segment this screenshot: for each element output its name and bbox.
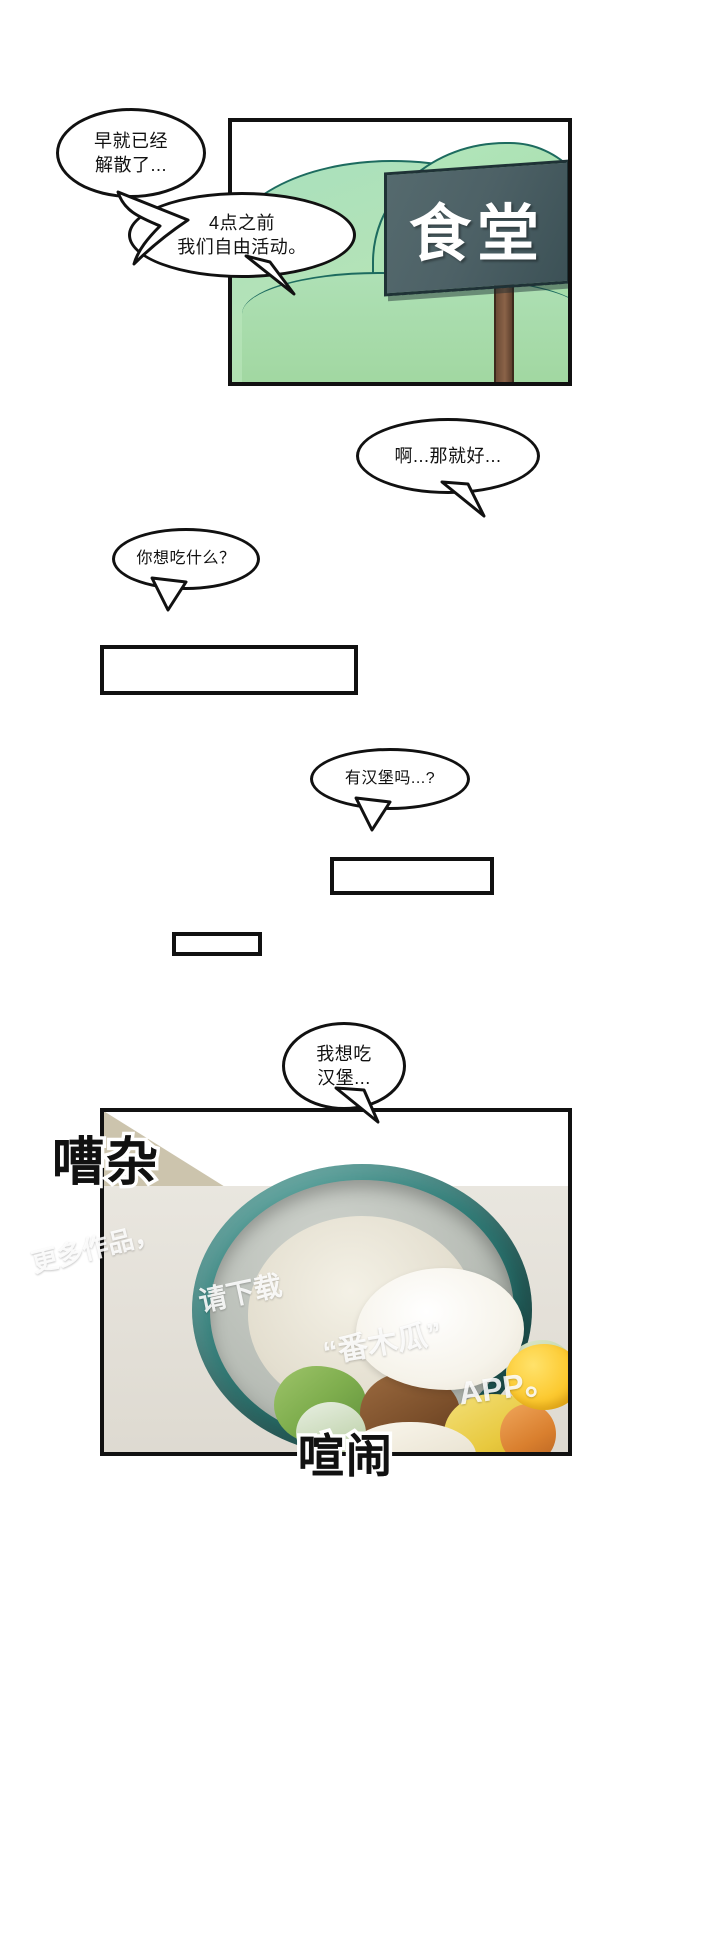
bubble-what-eat: 你想吃什么？ xyxy=(112,528,260,590)
sfx-noisy-2-fill: 喧闹 xyxy=(298,1420,394,1486)
cafeteria-signboard: 食堂 xyxy=(384,159,568,297)
bubble-burger-q-tail xyxy=(354,796,392,832)
sfx-noisy-2-text: 喧闹 xyxy=(295,1427,396,1486)
panel-cafeteria: 食堂 xyxy=(228,118,572,386)
cafeteria-sign-text: 食堂 xyxy=(408,200,545,270)
bubble-free-time-text: 4点之前 我们自由活动。 xyxy=(177,212,307,257)
sfx-noisy-2: 喧闹 xyxy=(295,1420,396,1486)
sfx-noisy-1-fill: 嘈杂 xyxy=(52,1120,160,1195)
rice xyxy=(248,1216,568,1452)
sfx-noisy-1: 嘈杂 xyxy=(48,1120,161,1196)
empty-caption-1 xyxy=(100,645,358,695)
sfx-noisy-1-fill-text: 嘈杂 xyxy=(52,1134,161,1192)
bubble-thats-good-tail xyxy=(440,480,486,518)
bubble-burger-q: 有汉堡吗...? xyxy=(310,748,470,810)
rice-bowl xyxy=(192,1164,568,1452)
bubble-dismissed-tail xyxy=(116,190,190,266)
signpost xyxy=(494,274,514,382)
bubble-what-eat-tail xyxy=(150,576,188,612)
bubble-thats-good-text: 啊...那就好... xyxy=(394,445,502,466)
empty-caption-2 xyxy=(330,857,494,895)
bowl-rim xyxy=(210,1180,568,1452)
bubble-dismissed-text: 早就已经 解散了... xyxy=(94,130,168,175)
sfx-noisy-1-text: 嘈杂 xyxy=(48,1131,161,1196)
egg-yolk xyxy=(506,1344,568,1410)
bubble-burger-q-text: 有汉堡吗...? xyxy=(344,770,436,788)
empty-caption-3 xyxy=(172,932,262,956)
bubble-free-time-tail xyxy=(244,254,296,296)
sfx-noisy-2-fill-text: 喧闹 xyxy=(298,1430,394,1482)
bubble-dismissed: 早就已经 解散了... xyxy=(56,108,206,198)
bubble-thats-good: 啊...那就好... xyxy=(356,418,540,494)
bubble-want-burger-text: 我想吃 汉堡... xyxy=(316,1043,372,1088)
fried-egg-white xyxy=(356,1268,568,1410)
bubble-want-burger-tail xyxy=(334,1086,380,1124)
carrot-strips xyxy=(500,1404,556,1452)
panel-food xyxy=(100,1108,572,1456)
bubble-what-eat-text: 你想吃什么？ xyxy=(136,550,236,568)
bubble-free-time: 4点之前 我们自由活动。 xyxy=(128,192,356,278)
